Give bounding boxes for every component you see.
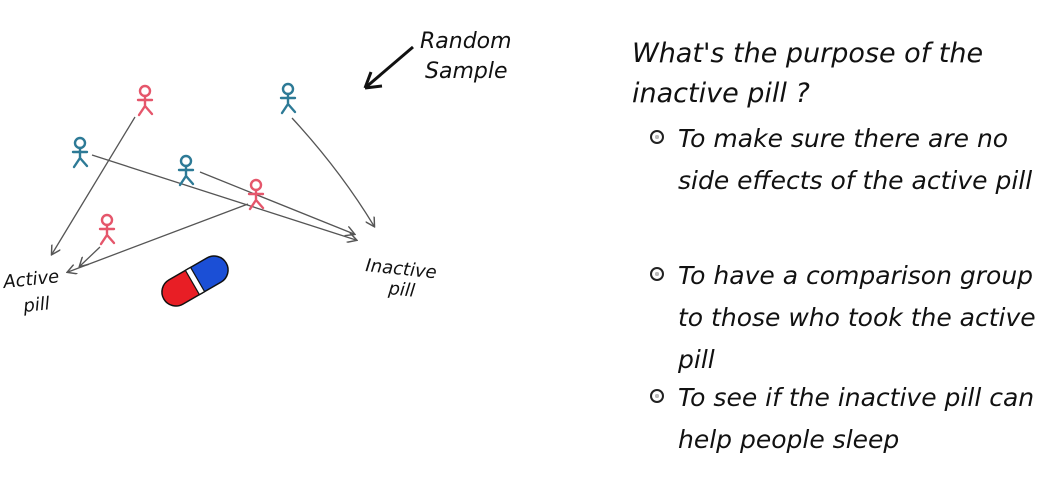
random-label-line1: Random <box>420 29 512 54</box>
answer-option-1[interactable]: To make sure there are no side effects o… <box>650 118 1040 202</box>
answer-option-3[interactable]: To see if the inactive pill can help peo… <box>650 377 1040 461</box>
active-label-line1: Active <box>1 266 60 293</box>
random-sample-arrow <box>364 45 414 90</box>
random-sample-arrowhead <box>363 71 383 90</box>
radio-button-icon[interactable] <box>650 389 664 403</box>
arrow-red2-active <box>68 203 249 272</box>
arrow-blue2-inactive <box>291 117 374 226</box>
person-blue-icon <box>279 82 297 115</box>
radio-button-icon[interactable] <box>650 130 664 144</box>
inactive-label-line2: pill <box>386 278 415 302</box>
random-label-line2: Sample <box>425 59 508 84</box>
person-blue-icon <box>177 154 195 187</box>
answer-option-2[interactable]: To have a comparison group to those who … <box>650 255 1040 381</box>
answer-option-3-label: To see if the inactive pill can help peo… <box>678 383 1035 454</box>
person-red-icon <box>136 84 154 117</box>
radio-button-icon[interactable] <box>650 267 664 281</box>
arrow-red1-active <box>52 116 136 254</box>
answer-option-1-label: To make sure there are no side effects o… <box>678 124 1033 195</box>
active-label-line2: pill <box>21 293 50 317</box>
answer-option-2-label: To have a comparison group to those who … <box>678 261 1036 374</box>
question-text: What's the purpose of the inactive pill … <box>632 38 984 109</box>
person-red-icon <box>98 213 116 246</box>
person-red-icon <box>247 178 265 211</box>
arrow-red3-active <box>80 246 101 266</box>
arrow-blue1-inactive <box>91 154 356 240</box>
pill-icon <box>161 255 229 307</box>
person-blue-icon <box>71 136 89 169</box>
arrow-blue3-inactive <box>199 171 354 234</box>
